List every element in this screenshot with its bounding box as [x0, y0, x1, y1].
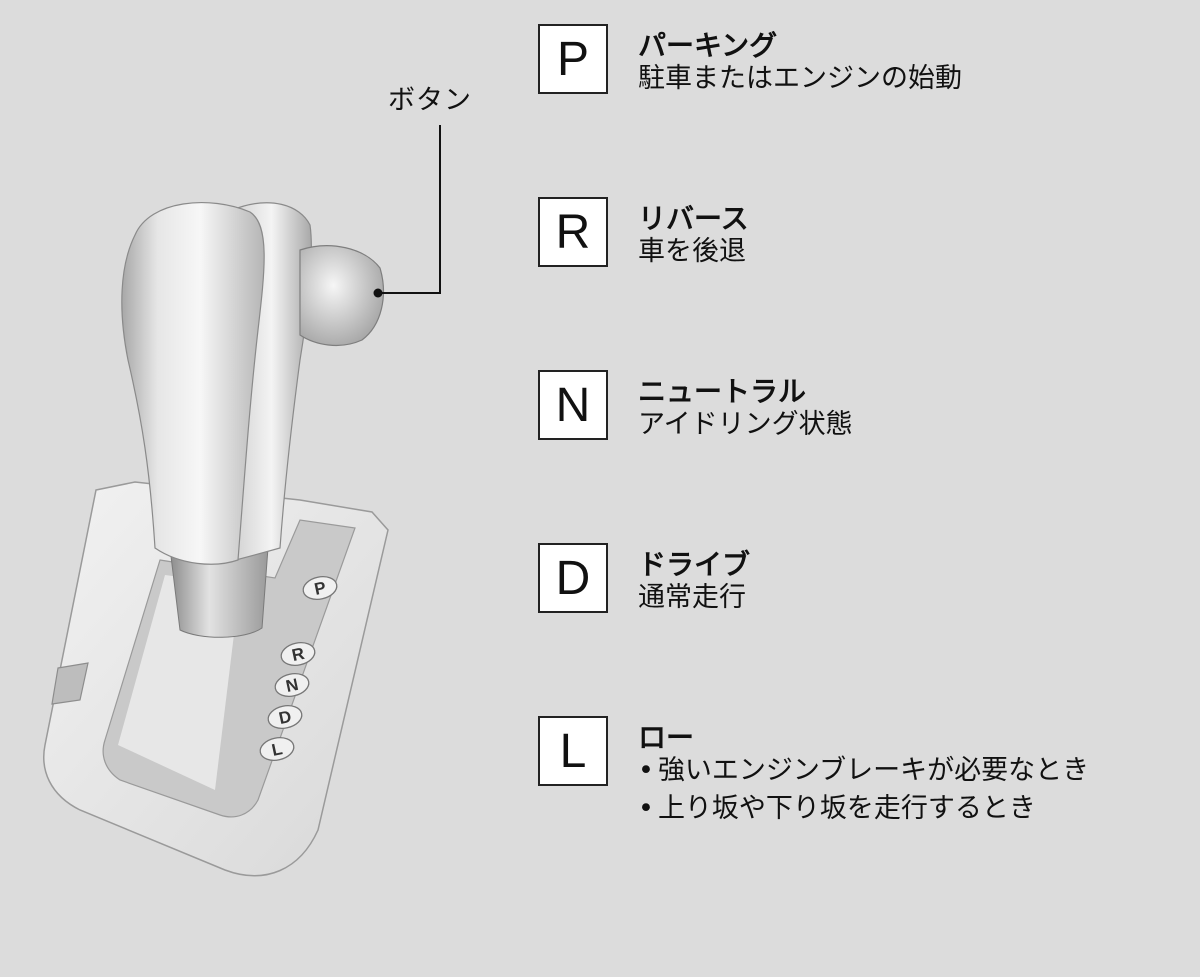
button-callout-label: ボタン	[388, 85, 472, 116]
gear-name: ロー	[638, 721, 695, 754]
indicator-r: R	[280, 642, 316, 666]
knob-button	[299, 245, 385, 346]
indicator-l-label: L	[270, 739, 284, 760]
gear-letter-box: N	[538, 370, 608, 440]
gear-description: 駐車またはエンジンの始動	[638, 63, 962, 94]
indicator-p-label: P	[313, 578, 328, 599]
gear-name: パーキング	[638, 29, 778, 62]
lever-shaft	[169, 547, 269, 638]
indicator-p: P	[302, 576, 338, 600]
gear-description: 強いエンジンブレーキが必要なとき 上り坂や下り坂を走行するとき	[638, 752, 1089, 828]
gear-description: アイドリング状態	[638, 409, 853, 440]
plate-release-slot	[51, 662, 89, 705]
callout-dot	[373, 288, 383, 298]
gear-letter-box: R	[538, 197, 608, 267]
gear-name: ドライブ	[638, 548, 751, 581]
indicator-r-label: R	[290, 644, 306, 665]
gear-name: リバース	[638, 202, 749, 235]
gear-letter-box: L	[538, 716, 608, 786]
knob-body	[121, 202, 265, 565]
bullet-item: 上り坂や下り坂を走行するとき	[638, 790, 1089, 828]
gear-letter-box: D	[538, 543, 608, 613]
indicator-n-label: N	[284, 675, 300, 696]
gear-description: 車を後退	[638, 236, 746, 267]
gear-item-n: N ニュートラル アイドリング状態	[538, 370, 1178, 460]
gear-letter-box: P	[538, 24, 608, 94]
indicator-l: L	[259, 737, 295, 761]
gear-position-list: P パーキング 駐車またはエンジンの始動 R リバース 車を後退 N ニュートラ…	[538, 0, 1200, 977]
gear-item-r: R リバース 車を後退	[538, 197, 1178, 287]
gear-item-p: P パーキング 駐車またはエンジンの始動	[538, 24, 1178, 114]
bullet-item: 強いエンジンブレーキが必要なとき	[638, 752, 1089, 790]
gear-name: ニュートラル	[638, 375, 807, 408]
indicator-n: N	[274, 673, 310, 697]
callout-leader-line	[380, 125, 441, 294]
gear-item-l: L ロー 強いエンジンブレーキが必要なとき 上り坂や下り坂を走行するとき	[538, 716, 1178, 826]
gear-description: 通常走行	[638, 582, 746, 613]
indicator-d-label: D	[277, 707, 293, 728]
indicator-d: D	[267, 705, 303, 729]
gear-item-d: D ドライブ 通常走行	[538, 543, 1178, 633]
position-indicators: P R N D L	[259, 576, 338, 761]
